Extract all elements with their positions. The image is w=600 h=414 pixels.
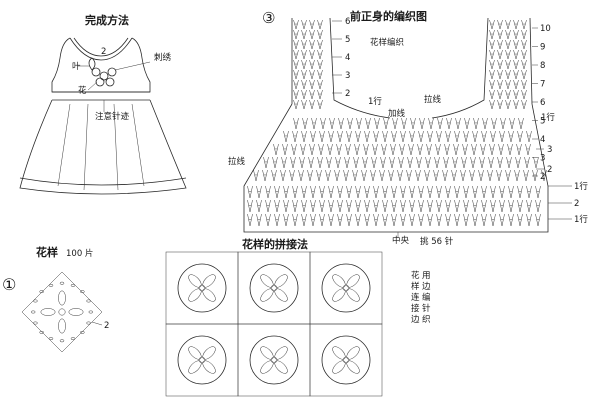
joining-note-char: 编 [422,292,431,303]
dress-sketch [19,37,187,195]
right-row-label: 2 [540,172,545,182]
row-1-right-label: 1行 [541,112,555,123]
front-number: ③ [262,9,275,27]
flower-label: 花 [78,85,87,96]
embroidery-label: 刺绣 [154,52,172,63]
body-row-label: 2 [547,165,552,175]
motif-title: 花样 [36,245,58,259]
row-2-bottom-label: 2 [574,199,579,209]
row-1-bottom-label: 1行 [574,214,588,225]
right-row-label: 6 [540,98,545,108]
flower-icon [91,67,117,87]
front-title: 前正身的编织图 [350,9,427,23]
left-strap-rows: 6 5 4 3 2 [332,17,350,99]
right-row-label: 7 [540,80,545,90]
right-row-label: 10 [540,24,551,34]
joining-note-char: 用 [422,271,431,281]
center-label: 中央 [392,235,410,246]
joining-note-char: 针 [422,303,431,314]
motif-joining-grid [165,251,383,397]
row-1-top-bottom-label: 1行 [574,181,588,192]
joining-note-char: 花 [411,270,420,281]
joining-title: 花样的拼接法 [242,237,308,251]
left-row-label: 6 [345,17,350,27]
right-row-label: 8 [540,61,545,71]
body-right-rows: 32 [536,145,552,175]
pattern-stitch-label: 花样编织 [370,37,404,48]
note-stitch-label: 注意针迹 [95,111,130,122]
right-row-label: 3 [540,154,545,164]
joining-note-char: 连 [411,292,420,303]
bodice-stitch-chart [243,17,549,233]
joining-note-char: 样 [411,281,420,292]
lashen-left-label: 拉线 [228,156,246,167]
leaf-label: 叶 [72,62,81,72]
motif-diagram [21,271,103,353]
motif-count: 100 片 [66,248,93,259]
right-row-label: 5 [540,117,545,127]
finish-title: 完成方法 [85,13,129,27]
pick-up-label: 挑 56 针 [420,236,454,247]
lashen-right-label: 拉线 [424,94,442,105]
left-row-label: 4 [345,53,350,63]
joining-note-char: 边 [411,314,420,325]
leaf-icon [88,57,96,71]
joining-note-char: 边 [422,281,431,292]
left-row-label: 2 [345,89,350,99]
right-row-label: 9 [540,43,545,53]
jiaxian-label: 加线 [388,108,406,119]
left-row-label: 5 [345,35,350,45]
row-1-left-label: 1行 [368,96,382,107]
flower-number: 2 [101,47,106,57]
motif-row2-label: 2 [104,321,109,331]
joining-note-char: 织 [422,314,431,325]
body-row-label: 3 [547,145,552,155]
left-row-label: 3 [345,71,350,81]
right-row-label: 4 [540,135,545,145]
joining-note-char: 接 [411,303,420,314]
motif-number: ① [2,275,16,294]
